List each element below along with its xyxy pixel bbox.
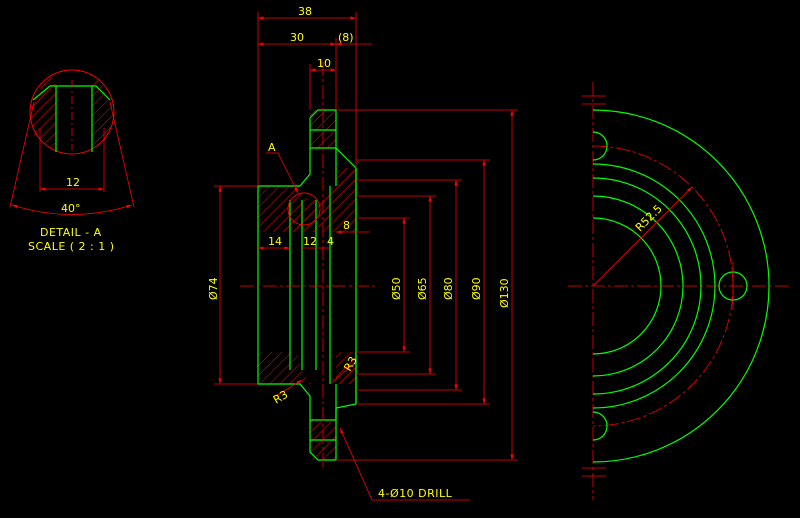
detail-a-groove-profile [32,85,57,152]
section-hatch-top-hub [258,168,356,232]
dim-10-text: 10 [317,57,331,70]
detail-a-title: DETAIL - A [40,226,102,239]
section-view: A 38 30 (8) 10 14 12 4 8 Ø74 R3 R3 [207,5,518,501]
drill-leader [339,427,373,501]
dim-65-text: Ø65 [416,277,429,300]
dim-8ref-text: (8) [338,31,354,44]
r3-right-leader [329,361,357,385]
side-arc-130 [592,109,770,463]
dim-50-text: Ø50 [390,277,403,300]
r52-leader [592,186,693,287]
detail-a-dim-12-text: 12 [66,176,80,189]
detail-a-angle-arc [11,204,133,215]
dim-90-text: Ø90 [470,277,483,300]
detail-a-hatch-left [30,74,56,152]
side-hole-top [592,131,608,161]
dim-8-step-text: 8 [343,219,350,232]
detail-a-marker-label: A [268,141,276,154]
detail-a-scale: SCALE ( 2 : 1 ) [28,240,115,253]
dim-12-text: 12 [303,235,317,248]
detail-a-marker-circle [287,192,321,226]
dim-14-text: 14 [268,235,282,248]
r52-text: R52.5 [633,202,665,234]
detail-a-hatch-right [92,74,114,152]
detail-a-angle-text: 40° [61,202,81,215]
detail-a-view: 12 40° DETAIL - A SCALE ( 2 : 1 ) [9,69,135,253]
section-hatch-top-flange [310,110,336,148]
detail-a-angle-line-left [9,101,35,208]
section-outline-bottom [257,352,357,461]
section-hatch-bottom-hub [258,352,356,384]
side-hole-bottom [592,411,608,441]
dim-130-text: Ø130 [498,278,511,308]
detail-a-groove-profile-right [91,85,111,152]
side-arc-80 [592,177,702,395]
detail-a-leader [277,152,299,194]
half-side-view: R52.5 [568,82,792,500]
r3-right-text: R3 [341,354,360,373]
side-arc-90 [592,163,716,409]
section-outline-top [257,109,357,232]
drill-note: 4-Ø10 DRILL [378,487,453,500]
detail-a-angle-line-right [109,101,135,208]
r3-left-text: R3 [271,388,290,407]
dim-74-text: Ø74 [207,277,220,300]
side-arc-50 [592,217,662,355]
dim-30-text: 30 [290,31,304,44]
dim-38-text: 38 [298,5,312,18]
side-arc-65 [592,195,684,377]
r3-left-leader [275,379,303,397]
dim-4-text: 4 [327,235,334,248]
dim-80-text: Ø80 [442,277,455,300]
